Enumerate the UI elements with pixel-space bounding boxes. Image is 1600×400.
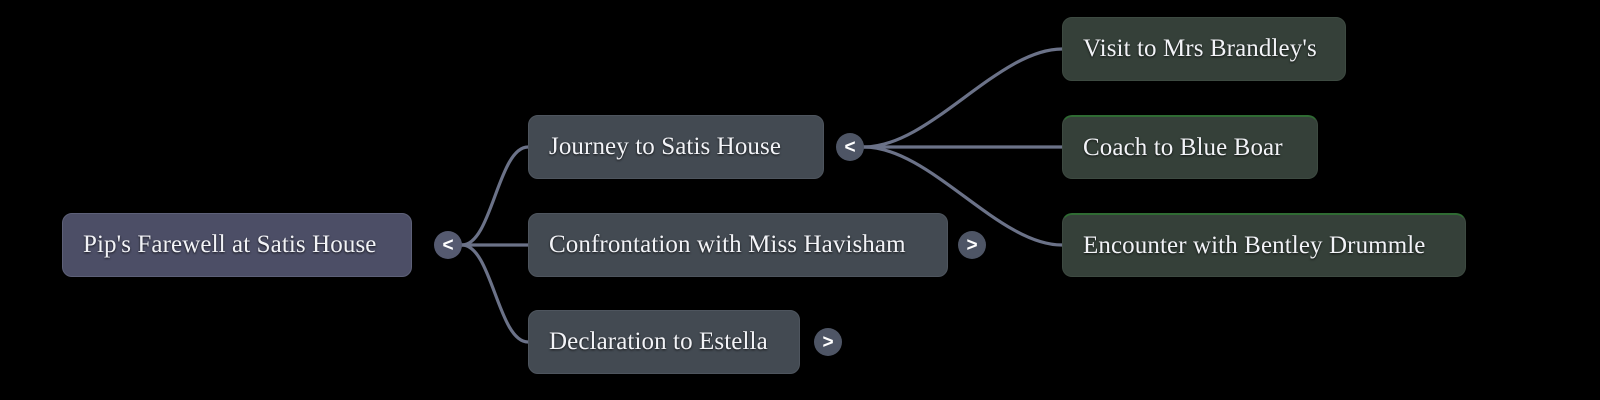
collapse-toggle-root[interactable]: < (434, 231, 462, 259)
expand-toggle-declaration[interactable]: > (814, 328, 842, 356)
edge-root-to-declaration (460, 243, 530, 344)
chevron-right-icon: > (822, 331, 834, 353)
node-confrontation-label: Confrontation with Miss Havisham (549, 231, 906, 259)
node-root-label: Pip's Farewell at Satis House (83, 231, 377, 259)
node-encounter-label: Encounter with Bentley Drummle (1083, 231, 1426, 259)
node-journey-label: Journey to Satis House (549, 133, 782, 161)
chevron-right-icon: > (966, 234, 978, 256)
node-declaration-to-estella[interactable]: Declaration to Estella (528, 310, 800, 374)
node-visit-to-mrs-brandleys[interactable]: Visit to Mrs Brandley's (1062, 17, 1346, 81)
expand-toggle-confrontation[interactable]: > (958, 231, 986, 259)
node-visit-label: Visit to Mrs Brandley's (1083, 35, 1317, 63)
node-declaration-label: Declaration to Estella (549, 328, 768, 356)
node-confrontation-with-miss-havisham[interactable]: Confrontation with Miss Havisham (528, 213, 948, 277)
node-coach-label: Coach to Blue Boar (1083, 133, 1283, 161)
node-coach-to-blue-boar[interactable]: Coach to Blue Boar (1062, 115, 1318, 179)
node-journey-to-satis-house[interactable]: Journey to Satis House (528, 115, 824, 179)
node-root[interactable]: Pip's Farewell at Satis House (62, 213, 412, 277)
chevron-left-icon: < (844, 136, 856, 158)
collapse-toggle-journey[interactable]: < (836, 133, 864, 161)
edge-journey-to-visit (862, 47, 1064, 149)
edge-root-to-journey (460, 145, 530, 247)
chevron-left-icon: < (442, 234, 454, 256)
node-encounter-with-bentley-drummle[interactable]: Encounter with Bentley Drummle (1062, 213, 1466, 277)
